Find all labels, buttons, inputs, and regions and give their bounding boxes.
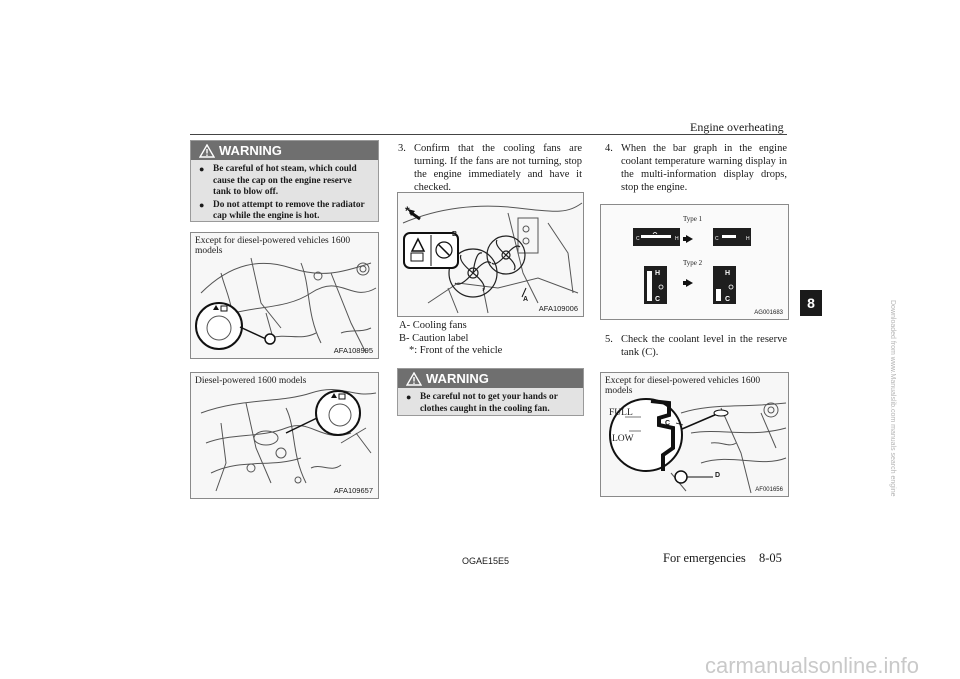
svg-text:C: C [725,296,730,303]
engine-reserve-tank-figure: Except for diesel-powered vehicles 1600 … [190,232,379,359]
legend-item: *: Front of the vehicle [409,345,503,356]
step-5: 5. Check the coolant level in the reserv… [605,333,787,359]
step-4: 4. When the bar graph in the engine cool… [605,142,787,194]
step-number: 3. [398,143,406,154]
engine-bay-illustration [200,389,377,492]
warning-item-text: Do not attempt to remove the radiator ca… [213,199,365,222]
legend-item: A- Cooling fans [399,320,467,331]
step-number: 4. [605,143,613,154]
diesel-reserve-tank-figure: Diesel-powered 1600 models AFA109657 [190,372,379,499]
warning-box: WARNING ● Be careful of hot steam, which… [190,140,379,222]
gauge-illustration: C H C H H C H C [633,228,751,304]
figure-caption: Diesel-powered 1600 models [195,376,309,386]
step-3: 3. Confirm that the cooling fans are tur… [398,142,582,194]
cooling-fan-callout: A [523,296,529,303]
warning-box: WARNING ● Be careful not to get your han… [397,368,584,416]
step-text: Confirm that the cooling fans are turnin… [414,143,582,193]
page-number: 8-05 [759,551,782,565]
warning-item: ● Be careful of hot steam, which could c… [199,164,370,199]
bullet-icon: ● [406,392,412,402]
figure-code: AFA109657 [333,486,373,495]
temperature-gauge-figure: Type 1 C H C H H C H C Type 2 AG001683 [600,204,789,320]
svg-text:H: H [725,270,730,277]
warning-item-text: Be careful not to get your hands or clot… [420,392,558,414]
document-code: OGAE15E5 [462,556,510,566]
figure-code: AFA109006 [538,304,578,313]
reserve-tank-cap-callout: D [715,472,721,479]
caution-label-callout: B [452,231,458,238]
chapter-tab: 8 [800,290,822,316]
warning-triangle-icon [406,371,422,386]
svg-text:H: H [655,270,660,277]
warning-header: WARNING [191,141,378,160]
footer-section: For emergencies [663,551,746,565]
svg-text:H: H [675,236,679,242]
type-1-label: Type 1 [683,215,703,223]
figure-caption: Except for diesel-powered vehicles 1600 … [195,236,378,256]
watermark: carmanualsonline.info [705,653,920,678]
type-2-label: Type 2 [683,259,703,267]
header-divider [190,134,787,135]
warning-header: WARNING [398,369,583,388]
figure-code: AFA108995 [333,346,373,355]
engine-bay-illustration [195,257,377,354]
figure-code: AF001656 [755,487,783,493]
cooling-fans-illustration [402,202,583,314]
bullet-icon: ● [199,199,205,210]
svg-text:H: H [746,236,750,242]
legend-item: B- Caution label [399,332,469,344]
reserve-tank-level-figure: Except for diesel-powered vehicles 1600 … [600,372,789,497]
svg-text:C: C [636,236,640,242]
section-title: Engine overheating [690,120,784,134]
figure-caption: Except for diesel-powered vehicles 1600 … [605,376,788,396]
figure-legend: A- Cooling fans B- Caution label *: Fron… [399,320,502,358]
warning-item-text: Be careful of hot steam, which could cau… [213,164,357,197]
bullet-icon: ● [199,164,205,174]
cooling-fan-figure: * B A AFA109006 [397,192,584,317]
warning-item: ● Be careful not to get your hands or cl… [406,392,575,415]
warning-heading: WARNING [426,371,489,386]
vertical-watermark: Downloaded from www.Manualslib.com manua… [889,300,896,497]
low-level-label: LOW [612,434,634,444]
figure-code: AG001683 [754,310,783,316]
step-number: 5. [605,334,613,345]
full-level-label: FULL [609,408,633,418]
svg-text:C: C [655,296,660,303]
reserve-tank-callout: C [665,420,671,427]
front-of-vehicle-label: * [405,204,410,218]
reserve-tank-illustration [609,398,787,494]
warning-item: ● Do not attempt to remove the radiator … [199,200,370,223]
warning-triangle-icon [199,143,215,158]
warning-heading: WARNING [219,143,282,158]
step-text: When the bar graph in the engine coolant… [621,143,787,193]
step-text: Check the coolant level in the reserve t… [621,334,787,358]
svg-text:C: C [715,236,719,242]
